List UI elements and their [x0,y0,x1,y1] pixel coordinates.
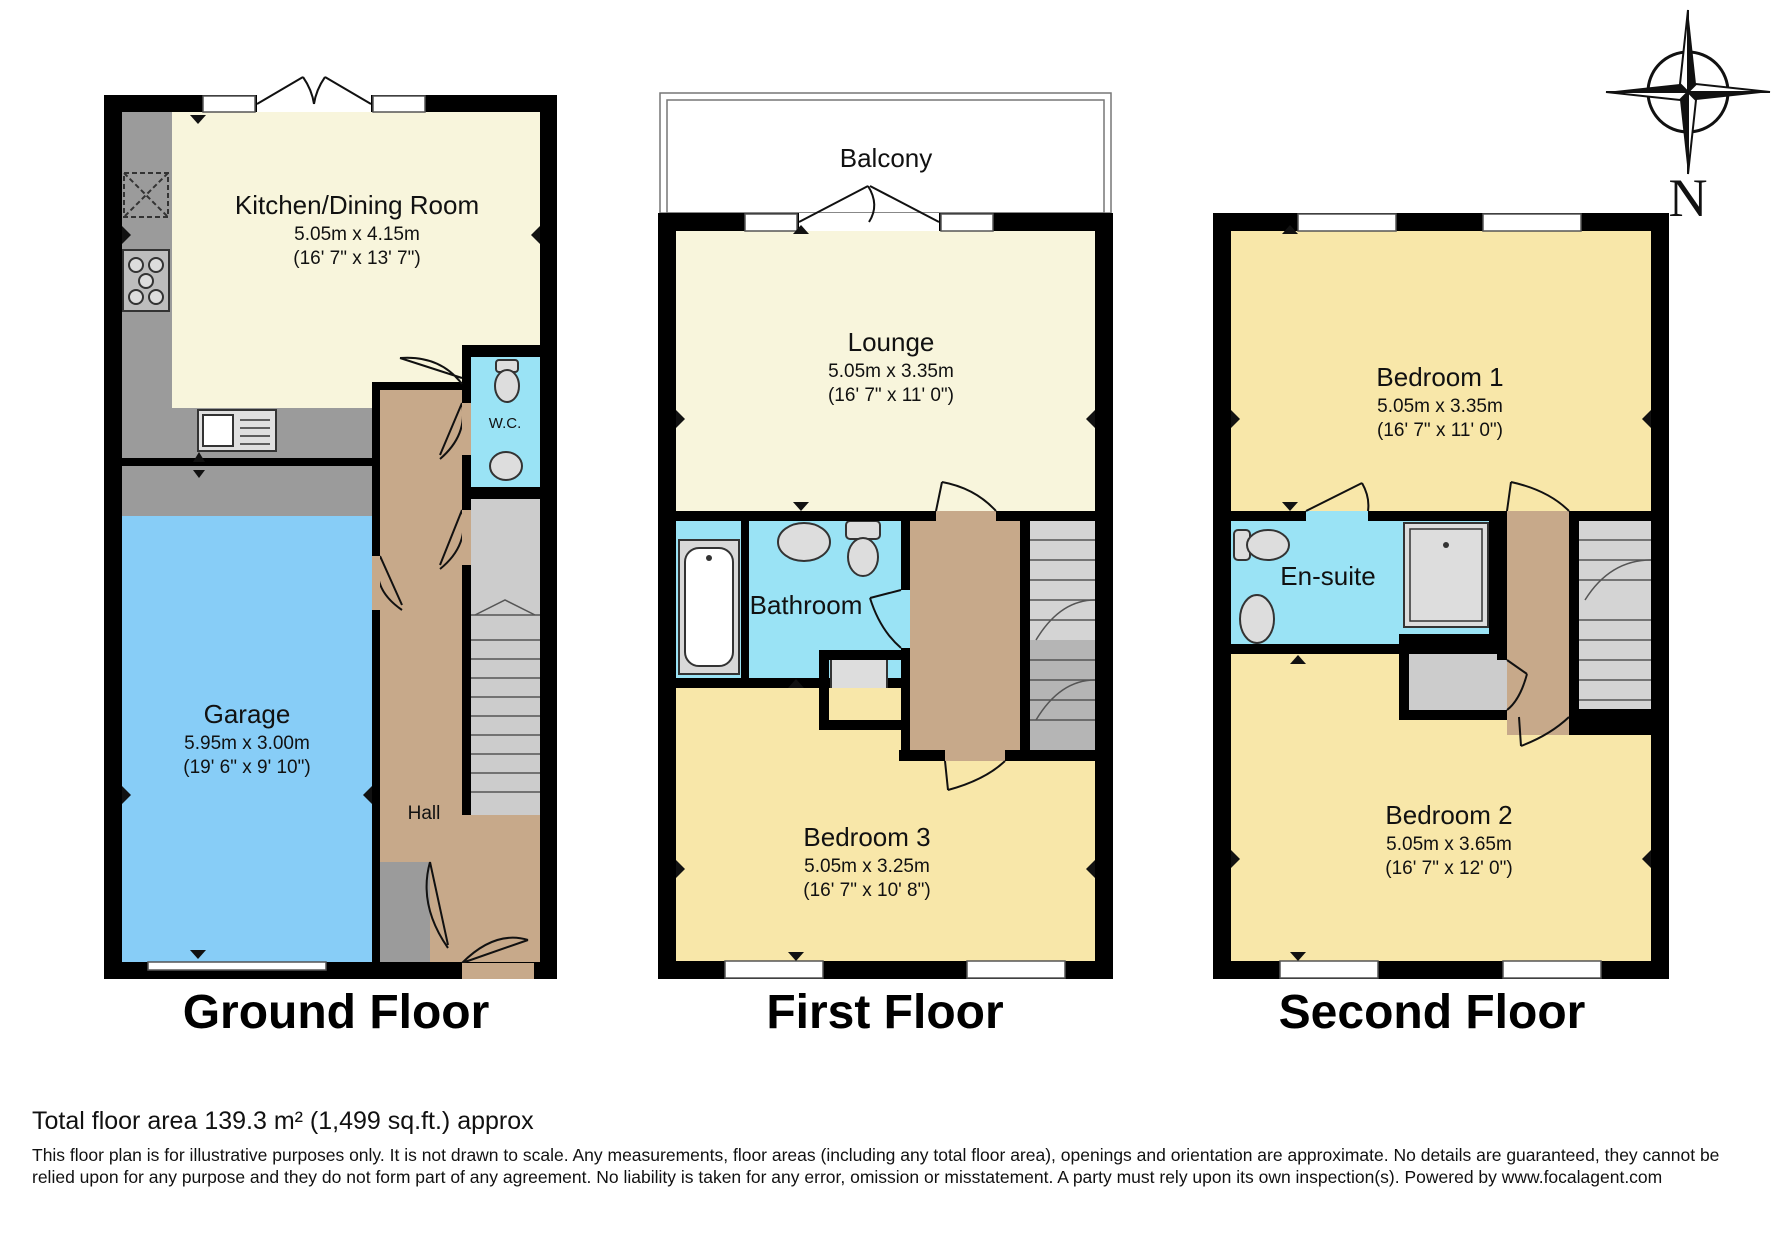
kitchen-imperial: (16' 7" x 13' 7") [293,248,420,269]
lounge-name: Lounge [848,327,935,357]
ensuite-basin-icon [1239,594,1275,644]
second-cupboard [1409,654,1497,710]
lounge-metric: 5.05m x 3.35m [828,361,954,382]
ensuite-toilet-icon [1233,529,1290,561]
garage-utility-strip [122,466,372,516]
garage-door [147,961,327,971]
bedroom-1-imperial: (16' 7" x 11' 0") [1377,420,1503,441]
kitchen-window-right [372,95,426,113]
bedroom-1-window-right [1482,213,1582,232]
hall-name: Hall [408,803,441,824]
garage-imperial: (19' 6" x 9' 10") [183,757,310,778]
lounge [676,231,1095,511]
basin-icon [777,522,831,562]
bedroom-3-window-right [966,960,1066,979]
wc-basin-icon [489,451,523,481]
lounge-window-left [744,213,798,232]
total-floor-area: Total floor area 139.3 m² (1,499 sq.ft.)… [32,1107,534,1135]
kitchen-metric: 5.05m x 4.15m [294,224,420,245]
compass-icon [1605,9,1771,175]
bedroom-2-metric: 5.05m x 3.65m [1386,834,1512,855]
wc-toilet-icon [494,359,520,403]
lounge-imperial: (16' 7" x 11' 0") [828,385,954,406]
hall-cupboard [380,862,430,962]
extractor-icon [123,172,169,218]
bedroom-1-name: Bedroom 1 [1376,362,1503,392]
bathroom-name: Bathroom [750,590,863,620]
garage [122,516,372,962]
bedroom-3-window-left [724,960,824,979]
bedroom-3-imperial: (16' 7" x 10' 8") [803,880,930,901]
kitchen-window-left [202,95,256,113]
second-floor-label: Second Floor [1279,986,1586,1039]
ground-stairs [471,499,540,815]
bedroom-2-window-right [1502,960,1602,979]
second-stairs [1579,521,1651,709]
bedroom-1 [1231,231,1651,511]
bedroom-2-window-left [1279,960,1379,979]
hob-icon [122,249,170,312]
en-suite-name: En-suite [1280,561,1375,591]
second-floor-plan [1213,213,1669,979]
second-landing [1507,521,1569,717]
ground-floor-label: Ground Floor [183,986,490,1039]
lounge-window-right [940,213,994,232]
first-floor-plan [658,92,1113,979]
bedroom-3-name: Bedroom 3 [803,822,930,852]
balcony-name: Balcony [840,143,933,173]
bedroom-1-window-left [1297,213,1397,232]
wc-name: W.C. [489,415,522,432]
bedroom-3-metric: 5.05m x 3.25m [804,856,930,877]
ensuite-shower-icon [1403,522,1489,628]
bedroom-2-name: Bedroom 2 [1385,800,1512,830]
ground-floor-plan [104,76,557,979]
bedroom-1-metric: 5.05m x 3.35m [1377,396,1503,417]
toilet-icon [845,520,881,577]
first-landing [910,521,1020,758]
garage-metric: 5.95m x 3.00m [184,733,310,754]
first-floor-label: First Floor [766,986,1003,1039]
sink-icon [197,409,277,452]
compass-north-label: N [1669,168,1708,228]
disclaimer-text: This floor plan is for illustrative purp… [32,1145,1720,1187]
bedroom-2-imperial: (16' 7" x 12' 0") [1385,858,1512,879]
kitchen-name: Kitchen/Dining Room [235,190,479,220]
garage-name: Garage [204,699,291,729]
